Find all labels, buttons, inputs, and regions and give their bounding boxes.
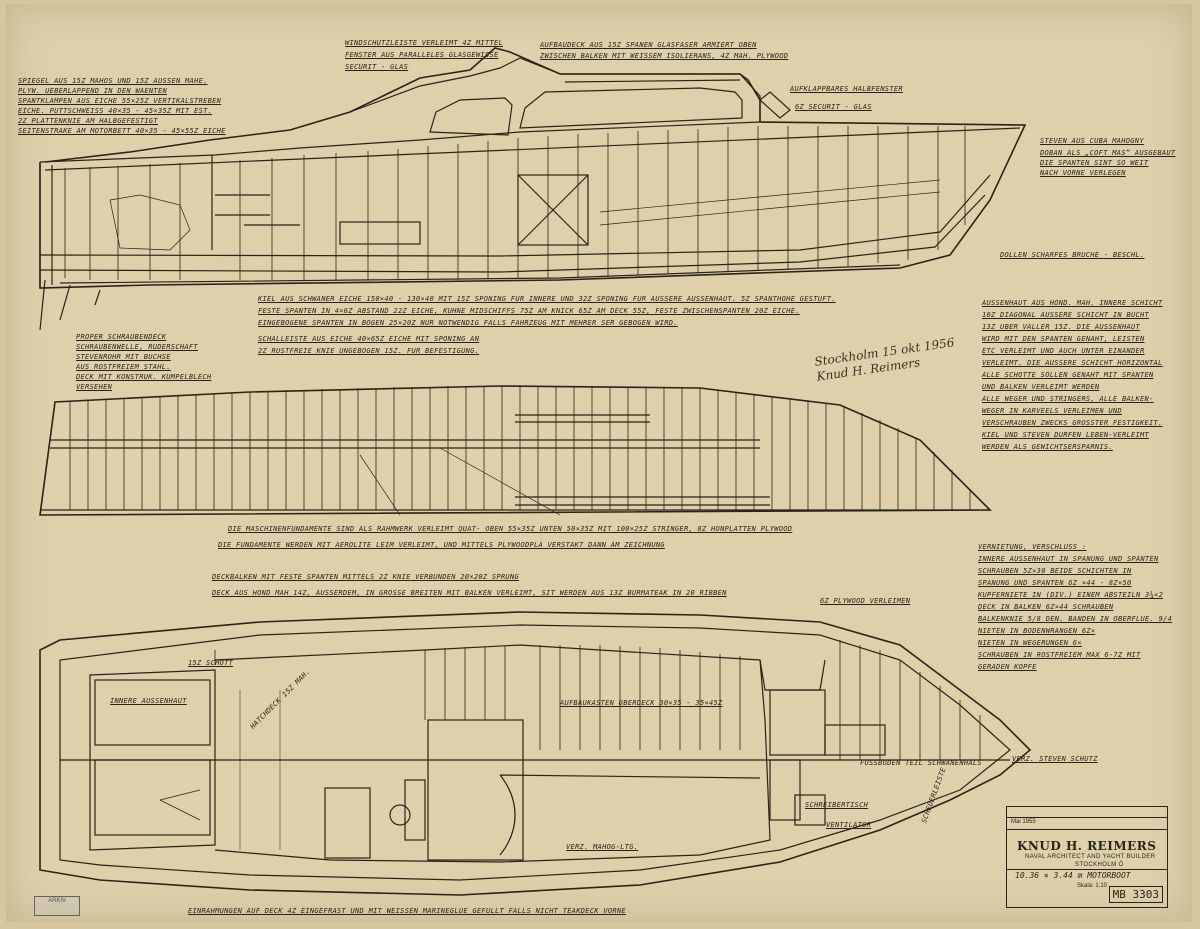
deck-plan xyxy=(39,611,1032,896)
note-fastening-2: SCHRAUBEN 5Z×30 BEIDE SCHICHTEN IN xyxy=(978,567,1132,575)
note-prop-4: AUS ROSTFREIEM STAHL. xyxy=(76,363,171,371)
note-prop-5: DECK MIT KONSTRUK. KUMPELBLECH xyxy=(76,373,212,381)
note-transom-2: PLYW. UEBERLAPPEND IN DEN WAENTEN xyxy=(18,87,167,95)
note-stem-3: DIE SPANTEN SINT SO WEIT xyxy=(1040,159,1149,167)
note-hull-4: WIRD MIT DEN SPANTEN GENAHT, LEISTEN xyxy=(982,335,1145,343)
note-fastening-8: NIETEN IN WEGERUNGEN 6× xyxy=(978,639,1082,647)
note-deck-1: DECKBALKEN MIT FESTE SPANTEN MITTELS 2Z … xyxy=(212,573,519,581)
note-fastening-1: INNERE AUSSENHAUT IN SPANUNG UND SPANTEN xyxy=(978,555,1159,563)
note-fastening-6: BALKENKNIE 5/8 DEN. BANDEN IN OBERFLUE. … xyxy=(978,615,1173,623)
note-transom-1: SPIEGEL AUS 15Z MAHOS UND 15Z AUSSEN MAH… xyxy=(18,77,208,85)
note-hull-5: ETC VERLEIMT UND AUCH UNTER EINANDER xyxy=(982,347,1145,355)
note-hull-6: VERLEIMT. DIE AUSSERE SCHICHT HORIZONTAL xyxy=(982,359,1163,367)
drawing-number: MB 3303 xyxy=(1108,886,1163,903)
archive-stamp: ARKIV xyxy=(34,896,80,916)
note-keel-5: 2Z RUSTFREIE KNIE UNGEBOGEN 15Z. FUR BEF… xyxy=(258,347,480,355)
note-hull-7: ALLE SCHOTTE SOLLEN GENAHT MIT SPANTEN xyxy=(982,371,1154,379)
note-windscreen-3: SECURIT - GLAS xyxy=(345,63,409,71)
note-windscreen: WINDSCHUTZLEISTE VERLEIMT 4Z MITTEL xyxy=(345,39,504,47)
note-engine-2: DIE FUNDAMENTE WERDEN MIT AEROLITE LEIM … xyxy=(218,541,665,549)
note-rubbing: DOLLEN SCHARFES BRUCHE - BESCHL. xyxy=(1000,251,1145,259)
note-hull-9: ALLE WEGER UND STRINGERS, ALLE BALKEN- xyxy=(982,395,1154,403)
note-keel-3: EINGEBOGENE SPANTEN IN BOGEN 25×20Z NUR … xyxy=(258,319,678,327)
title-block: Mai 1955 KNUD H. REIMERS NAVAL ARCHITECT… xyxy=(1006,806,1168,908)
paper-background xyxy=(6,4,1192,922)
note-prop-1: PROPER SCHRAUBENDECK xyxy=(76,333,167,341)
note-fastening-5: DECK IN BALKEN 6Z×44 SCHRAUBEN xyxy=(978,603,1114,611)
note-hull-10: WEGER IN KARVEELS VERLEIMEN UND xyxy=(982,407,1122,415)
note-folding-window: AUFKLAPPBARES HALBFENSTER xyxy=(790,85,903,93)
note-fastening-4: KUPFERNIETE IN (DIV.) EINEM ABSTEILN 3¾×… xyxy=(978,591,1164,599)
note-stem: STEVEN AUS CUBA MAHOGNY xyxy=(1040,137,1144,145)
note-hull-1: AUSSENHAUT AUS HOND. MAH. INNERE SCHICHT xyxy=(982,299,1163,307)
note-fastening-title: VERNIETUNG, VERSCHLUSS : xyxy=(978,543,1087,551)
note-stem-4: NACH VORNE VERLEGEN xyxy=(1040,169,1126,177)
note-windscreen-2: FENSTER AUS PARALLELES GLASGEWISSE xyxy=(345,51,499,59)
note-deck-2: DECK AUS HOND MAH 14Z, AUSSERDEM, IN GRO… xyxy=(212,589,727,597)
note-roof: AUFBAUDECK AUS 15Z SPANEN GLASFASER ARMI… xyxy=(540,41,757,49)
note-inner-hull: INNERE AUSSENHAUT xyxy=(110,697,187,705)
note-plywood: 6Z PLYWOOD VERLEIMEN xyxy=(820,597,911,605)
title-scale: Skala: 1:10 xyxy=(1077,883,1108,889)
side-profile xyxy=(39,47,1027,331)
note-fastening-10: GERADEN KOPFE xyxy=(978,663,1037,671)
note-keel-2: FESTE SPANTEN IN 4×6Z ABSTAND 22Z EICHE,… xyxy=(258,307,800,315)
note-bulkhead: 15Z SCHOTT xyxy=(188,659,234,667)
firm-name: KNUD H. REIMERS xyxy=(1017,839,1157,853)
note-prop-2: SCHRAUBENWELLE, RUDERSCHAFT xyxy=(76,343,198,351)
note-hull-12: KIEL UND STEVEN DURFEN LEBEN-VERLEIMT xyxy=(982,431,1150,439)
note-keel-1: KIEL AUS SCHWANER EICHE 150×40 - 130×40 … xyxy=(258,295,836,303)
note-transom-3: SPANTKLAMPEN AUS EICHE 55×25Z VERTIKALST… xyxy=(18,97,222,105)
note-floor: AUFBAUKASTEN OBERDECK 30×35 - 35×45Z xyxy=(560,699,723,707)
note-hull-13: WERDEN ALS GEWICHTSERSPARNIS. xyxy=(982,443,1113,451)
firm-subtitle: NAVAL ARCHITECT AND YACHT BUILDER xyxy=(1025,854,1156,860)
note-bottom: EINRAHMUNGEN AUF DECK 4Z EINGEFRAST UND … xyxy=(188,907,626,915)
note-prop-3: STEVENROHR MIT BUCHSE xyxy=(76,353,171,361)
note-hull-3: 13Z UBER VALLER 15Z. DIE AUSSENHAUT xyxy=(982,323,1141,331)
framing-plan xyxy=(39,385,992,516)
firm-city: STOCKHOLM Ö xyxy=(1075,862,1124,868)
note-keel-4: SCHALLEISTE AUS EICHE 40×65Z EICHE MIT S… xyxy=(258,335,480,343)
title-date: Mai 1955 xyxy=(1011,819,1036,825)
note-stem-2: DOBAN ALS „COFT MAS“ AUSGEBAUT xyxy=(1040,149,1176,157)
note-securit-glass: 6Z SECURIT - GLAS xyxy=(795,103,872,111)
note-fastening-7: NIETEN IN BODENWRANGEN 6Z× xyxy=(978,627,1096,635)
note-hull-2: 10Z DIAGONAL AUSSERE SCHICHT IN BUCHT xyxy=(982,311,1150,319)
note-ventilator: VENTILATOR xyxy=(826,821,872,829)
note-prop-6: VERSEHEN xyxy=(76,383,113,391)
note-seat: SCHREIBERTISCH xyxy=(805,801,869,809)
note-fastening-3: SPANUNG UND SPANTEN 6Z ×44 - 8Z×50 xyxy=(978,579,1132,587)
note-mahogany: VERZ. MAHOG-LTG. xyxy=(566,843,639,851)
note-transom-4: EICHE. PUTTSCHWEISS 40×35 - 45×35Z MIT E… xyxy=(18,107,213,115)
note-transom-5: 2Z PLATTENKNIE AM HALBGEFESTIGT xyxy=(18,117,158,125)
note-bench: FUSSBODEN TEIL SCHWANENHALS xyxy=(860,759,982,767)
note-hull-11: VERSCHRAUBEN ZWECKS GROSSTER FESTIGKEIT. xyxy=(982,419,1163,427)
note-roof-2: ZWISCHEN BALKEN MIT WEISSEM ISOLIERANS, … xyxy=(540,52,789,60)
note-engine-1: DIE MASCHINENFUNDAMENTE SIND ALS RAHMWER… xyxy=(228,525,793,533)
note-fastening-9: SCHRAUBEN IN ROSTFREIEM MAX 6-7Z MIT xyxy=(978,651,1141,659)
boat-designation: 10.36 × 3.44 m MOTORBOOT xyxy=(1015,871,1131,880)
note-hull-8: UND BALKEN VERLEIMT WERDEN xyxy=(982,383,1100,391)
note-bow-protection: VERZ. STEVEN SCHUTZ xyxy=(1012,755,1098,763)
note-transom-6: SEITENSTRAKE AM MOTORBETT 40×35 - 45×55Z… xyxy=(18,127,226,135)
